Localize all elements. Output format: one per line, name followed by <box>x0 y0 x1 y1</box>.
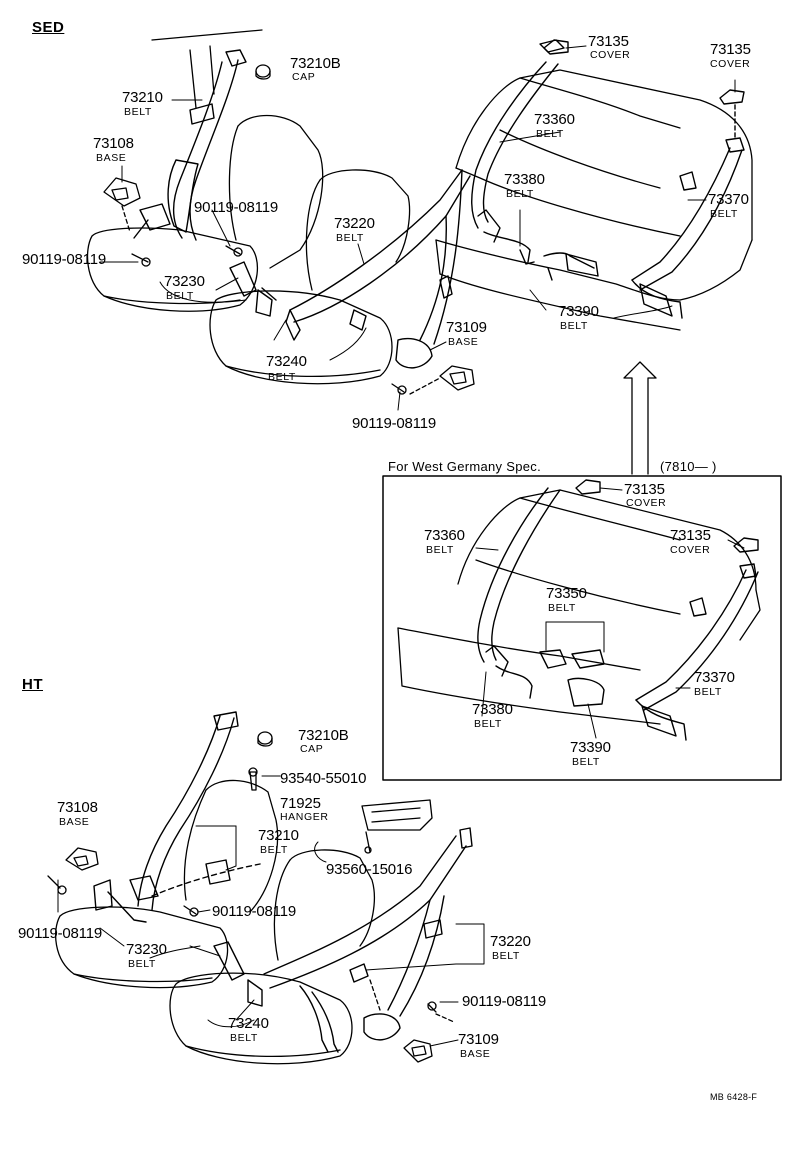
part-name: CAP <box>292 71 316 83</box>
part-name: BELT <box>336 232 364 244</box>
inset-title: For West Germany Spec. <box>388 459 542 474</box>
part-name: BELT <box>128 958 156 970</box>
part-number: 73350 <box>546 585 587 602</box>
part-number: 73108 <box>57 799 98 816</box>
part-name: BELT <box>710 208 738 220</box>
part-name: BELT <box>572 756 600 768</box>
part-number: 73135 <box>588 33 629 50</box>
part-number: 73360 <box>424 527 465 544</box>
part-name: BELT <box>536 128 564 140</box>
part-name: CAP <box>300 743 324 755</box>
part-number: 73135 <box>710 41 751 58</box>
part-number: 93540-55010 <box>280 770 367 787</box>
part-number: 73370 <box>708 191 749 208</box>
part-name: BELT <box>426 544 454 556</box>
part-number: 73230 <box>164 273 205 290</box>
sed-front-seats-drawing <box>86 29 411 385</box>
part-number: 90119-08119 <box>212 903 296 920</box>
part-number: 73108 <box>93 135 134 152</box>
part-number: 90119-08119 <box>352 415 436 432</box>
part-name: COVER <box>710 58 751 70</box>
part-number: 90119-08119 <box>194 199 278 216</box>
part-name: BELT <box>166 290 194 302</box>
part-number: 73220 <box>490 933 531 950</box>
part-number: 73370 <box>694 669 735 686</box>
part-number: 90119-08119 <box>18 925 102 942</box>
part-number: 73380 <box>504 171 545 188</box>
part-name: BELT <box>548 602 576 614</box>
sed-front-belts-drawing <box>133 49 471 369</box>
part-name: BELT <box>268 371 296 383</box>
inset-frame <box>382 475 782 781</box>
part-number: 73390 <box>570 739 611 756</box>
part-number: 73210 <box>122 89 163 106</box>
sed-rear-seat-drawing <box>435 69 753 331</box>
part-number: 73220 <box>334 215 375 232</box>
ht-small-parts-drawing <box>47 731 455 1063</box>
part-number: 73390 <box>558 303 599 320</box>
part-name: COVER <box>670 544 711 556</box>
part-name: COVER <box>590 49 631 61</box>
part-name: BELT <box>474 718 502 730</box>
part-number: 73109 <box>446 319 487 336</box>
part-name: BASE <box>59 816 90 828</box>
part-number: 71925 <box>280 795 321 812</box>
diagram-code: MB 6428-F <box>710 1092 758 1102</box>
part-name: BELT <box>492 950 520 962</box>
part-name: BASE <box>96 152 127 164</box>
part-name: BASE <box>448 336 479 348</box>
part-name: HANGER <box>280 811 329 823</box>
part-number: 73240 <box>228 1015 269 1032</box>
part-number: 73210B <box>298 727 349 744</box>
part-number: 90119-08119 <box>462 993 546 1010</box>
ht-belts-drawing <box>93 711 473 1053</box>
part-name: BELT <box>560 320 588 332</box>
part-number: 73135 <box>624 481 665 498</box>
sed-small-parts-drawing <box>103 64 475 395</box>
part-number: 73230 <box>126 941 167 958</box>
part-name: BELT <box>260 844 288 856</box>
part-name: BELT <box>506 188 534 200</box>
arrow-up <box>623 361 657 475</box>
part-number: 73135 <box>670 527 711 544</box>
part-number: 73240 <box>266 353 307 370</box>
section-title-ht: HT <box>22 676 43 693</box>
part-name: BASE <box>460 1048 491 1060</box>
part-name: BELT <box>124 106 152 118</box>
part-number: 73380 <box>472 701 513 718</box>
leader-lines <box>57 45 745 1047</box>
part-name: BELT <box>694 686 722 698</box>
part-number: 73360 <box>534 111 575 128</box>
section-title-sed: SED <box>32 19 65 36</box>
part-name: BELT <box>230 1032 258 1044</box>
part-number: 93560-15016 <box>326 861 413 878</box>
part-number: 90119-08119 <box>22 251 106 268</box>
inset-date-range: (7810— ) <box>660 459 717 474</box>
wg-rear-belts-drawing <box>477 479 759 741</box>
ht-front-seats-drawing <box>54 779 375 1065</box>
part-number: 73210 <box>258 827 299 844</box>
part-number: 73109 <box>458 1031 499 1048</box>
part-name: COVER <box>626 497 667 509</box>
part-number: 73210B <box>290 55 341 72</box>
sed-rear-belts-drawing <box>471 39 745 319</box>
